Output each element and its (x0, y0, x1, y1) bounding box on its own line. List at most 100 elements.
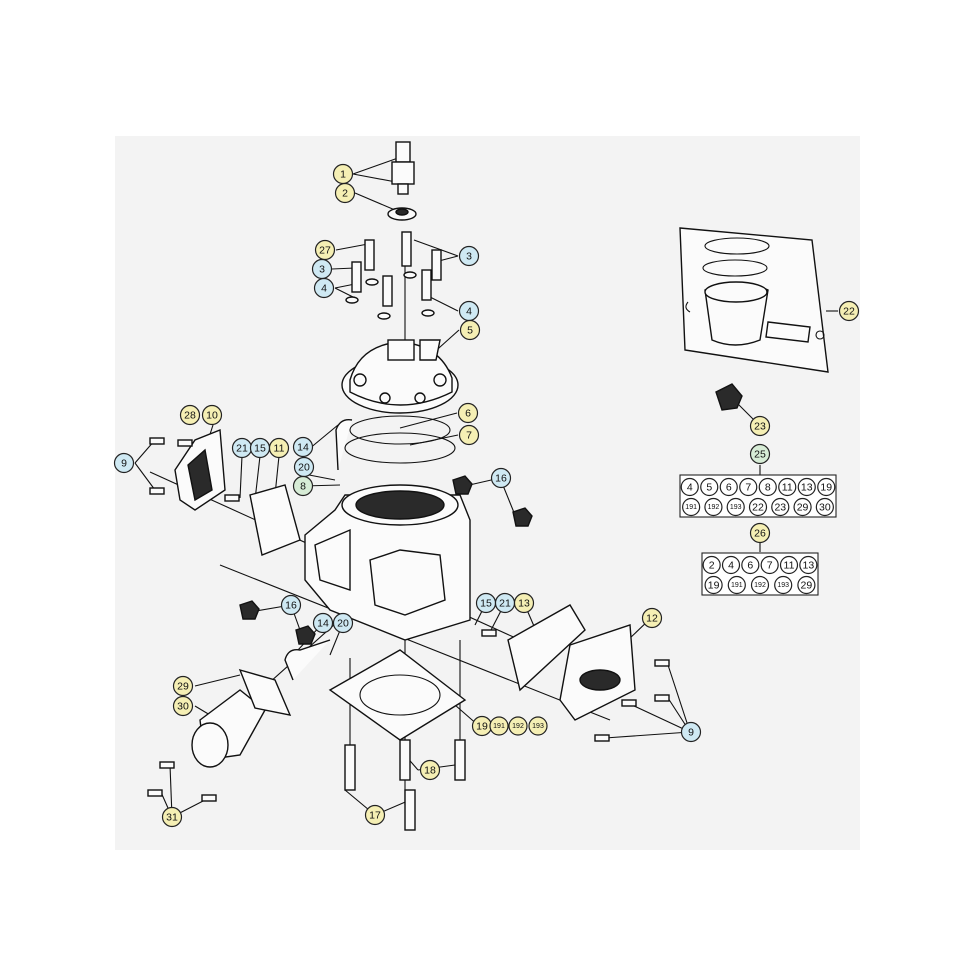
callout-191: 191 (489, 716, 509, 736)
svg-text:21: 21 (236, 443, 248, 455)
kit-25-cell-13: 13 (797, 477, 816, 497)
head-washers (345, 271, 435, 320)
callout-20: 20 (293, 456, 315, 478)
svg-text:29: 29 (177, 681, 189, 693)
cylinder-head (341, 339, 459, 414)
svg-text:25: 25 (754, 449, 766, 461)
kit-25-cell-30: 30 (815, 497, 834, 517)
svg-text:19: 19 (708, 580, 720, 592)
callout-18: 18 (419, 759, 441, 781)
svg-text:11: 11 (274, 443, 285, 455)
kit-25-cell-7: 7 (739, 477, 758, 497)
kit-26-cell-191: 191 (727, 575, 746, 595)
callout-8: 8 (292, 475, 314, 497)
callout-28: 28 (179, 404, 201, 426)
svg-text:10: 10 (206, 410, 218, 422)
kit-25-cell-191: 191 (682, 497, 701, 517)
kit-25-cell-5: 5 (700, 477, 719, 497)
coolant-hose-lower (284, 639, 331, 681)
callout-1: 1 (332, 163, 354, 185)
svg-text:26: 26 (754, 528, 766, 540)
callout-26: 26 (749, 522, 771, 544)
exhaust-valve-cover-left (174, 428, 226, 511)
svg-text:7: 7 (745, 482, 751, 494)
piston-kit-panel (679, 227, 829, 373)
callout-17: 17 (364, 804, 386, 826)
exhaust-valve-cover-right (559, 624, 636, 721)
kit-25-cell-192: 192 (704, 497, 723, 517)
callout-6: 6 (457, 402, 479, 424)
kit-26-cell-13: 13 (799, 555, 818, 575)
base-gasket (328, 649, 467, 741)
svg-text:3: 3 (319, 264, 325, 276)
kit-26-cell-29: 29 (797, 575, 816, 595)
callout-10: 10 (201, 404, 223, 426)
callout-14: 14 (292, 436, 314, 458)
callout-15: 15 (249, 437, 271, 459)
callout-14: 14 (312, 612, 334, 634)
callout-31: 31 (161, 806, 183, 828)
svg-text:192: 192 (708, 504, 720, 511)
callout-29: 29 (172, 675, 194, 697)
kit-25-cell-22: 22 (748, 497, 768, 517)
svg-text:5: 5 (706, 482, 712, 494)
svg-text:6: 6 (726, 482, 732, 494)
callout-4: 4 (458, 300, 480, 322)
callout-4: 4 (313, 277, 335, 299)
callout-20: 20 (332, 612, 354, 634)
svg-text:30: 30 (177, 701, 189, 713)
callout-16: 16 (490, 467, 512, 489)
reed-valve-intake (191, 668, 292, 768)
callout-9: 9 (113, 452, 135, 474)
svg-text:6: 6 (465, 408, 471, 420)
needle-bearing (715, 383, 743, 411)
svg-text:29: 29 (801, 580, 813, 592)
svg-text:19: 19 (820, 482, 832, 494)
svg-text:8: 8 (765, 482, 771, 494)
callout-25: 25 (749, 443, 771, 465)
callout-3: 3 (458, 245, 480, 267)
svg-text:11: 11 (782, 482, 793, 494)
kit-26-cell-6: 6 (741, 555, 760, 575)
svg-text:7: 7 (767, 560, 773, 572)
svg-text:11: 11 (784, 560, 795, 572)
kit-26-cell-7: 7 (760, 555, 779, 575)
svg-text:12: 12 (646, 613, 658, 625)
svg-text:13: 13 (518, 598, 530, 610)
callout-23: 23 (749, 415, 771, 437)
svg-text:2: 2 (342, 188, 348, 200)
svg-text:1: 1 (340, 169, 346, 181)
callout-11: 11 (268, 437, 290, 459)
spark-plug (391, 141, 415, 195)
callout-7: 7 (458, 424, 480, 446)
svg-text:22: 22 (752, 502, 764, 514)
callout-2: 2 (334, 182, 356, 204)
svg-text:21: 21 (499, 598, 511, 610)
svg-text:4: 4 (466, 306, 472, 318)
svg-text:29: 29 (797, 502, 809, 514)
callout-15: 15 (475, 592, 497, 614)
kit-26-cell-4: 4 (721, 555, 741, 575)
svg-text:28: 28 (184, 410, 196, 422)
callout-27: 27 (314, 239, 336, 261)
svg-text:192: 192 (754, 582, 766, 589)
svg-text:19: 19 (476, 721, 488, 733)
svg-text:23: 23 (754, 421, 766, 433)
callout-30: 30 (172, 695, 194, 717)
callout-16: 16 (280, 594, 302, 616)
callout-21: 21 (231, 437, 253, 459)
svg-text:16: 16 (495, 473, 507, 485)
svg-text:6: 6 (747, 560, 753, 572)
spark-plug-washer (387, 207, 417, 221)
callout-22: 22 (838, 300, 860, 322)
kit-25-cell-6: 6 (719, 477, 738, 497)
svg-text:9: 9 (688, 727, 694, 739)
gasket-right (507, 604, 586, 692)
svg-text:13: 13 (801, 482, 813, 494)
svg-text:20: 20 (298, 462, 310, 474)
head-o-rings (344, 415, 456, 464)
